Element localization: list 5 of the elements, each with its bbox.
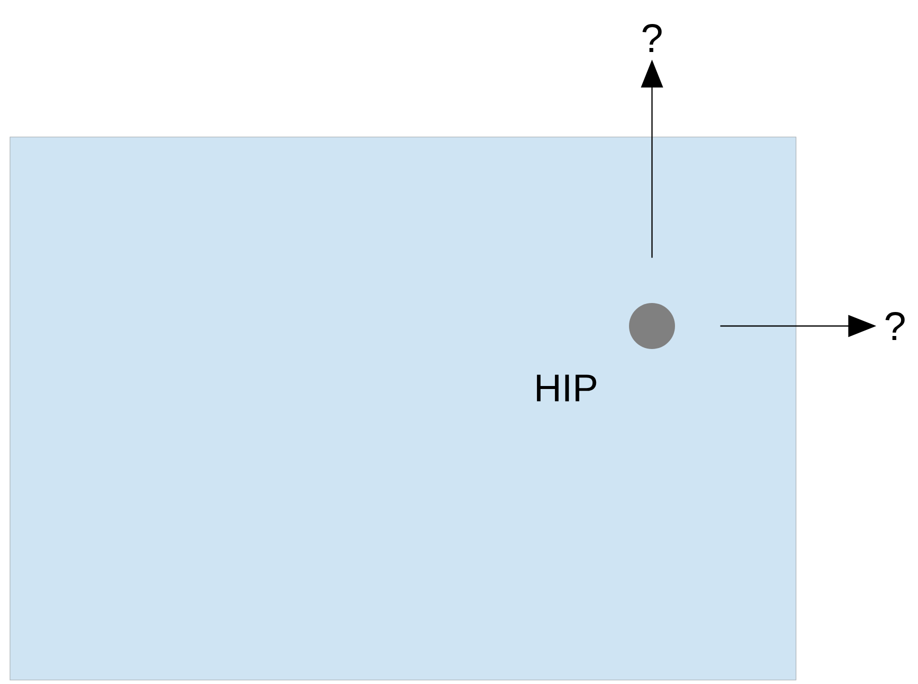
point-label: HIP: [536, 374, 596, 402]
region-box: [10, 136, 796, 680]
point-dot: [629, 303, 675, 349]
question-mark-label: ?: [642, 24, 662, 52]
question-mark-label: ?: [886, 312, 905, 340]
